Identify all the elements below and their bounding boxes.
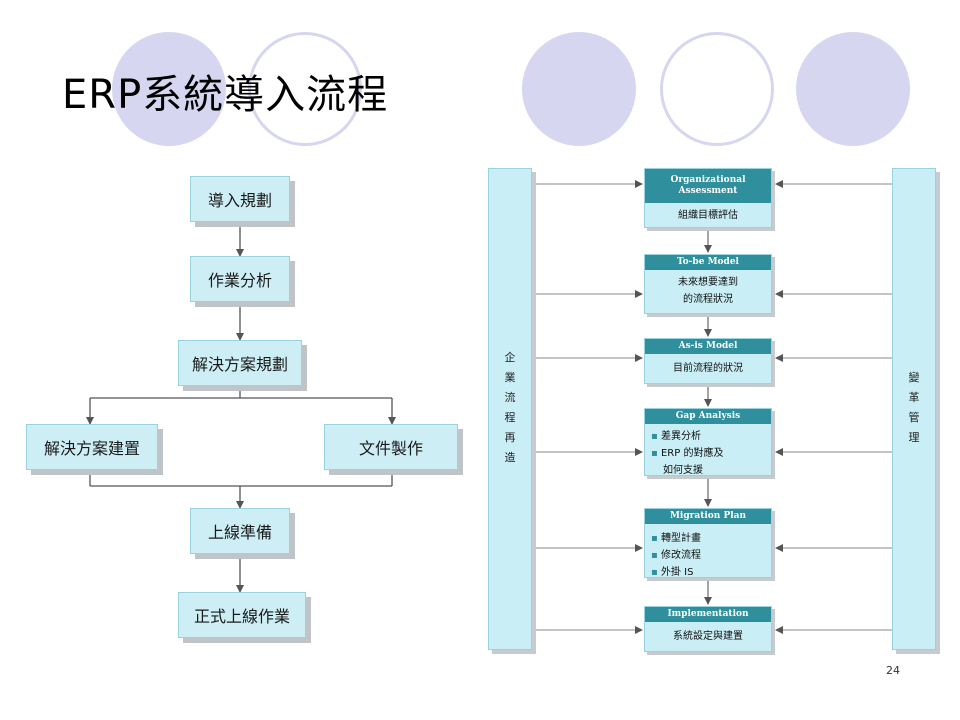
bullet-icon: ▪ — [651, 567, 661, 578]
box-analysis: 作業分析 — [190, 256, 290, 302]
decor-circle-2 — [248, 32, 362, 146]
step-bullet-line: ▪ ERP 的對應及 — [645, 445, 771, 462]
box-plan: 導入規劃 — [190, 176, 290, 222]
sidebar-left-char: 再 — [504, 431, 516, 444]
step-body-line: ERP 的對應及 — [660, 448, 724, 459]
sidebar-right-char: 變 — [908, 371, 920, 384]
step-body-line: 組織目標評估 — [678, 210, 738, 221]
bullet-icon: ▪ — [651, 533, 661, 544]
step-body-line: 轉型計畫 — [660, 533, 701, 544]
box-solution-planning: 解決方案規劃 — [178, 340, 302, 386]
sidebar-right-char: 理 — [908, 431, 920, 444]
step-body-line: 差異分析 — [660, 431, 701, 442]
step-body-line: 外掛 IS — [660, 567, 694, 578]
sidebar-right-char: 革 — [908, 391, 920, 404]
bullet-icon: ▪ — [651, 448, 661, 459]
step-body-line: 系統設定與建置 — [673, 631, 743, 642]
step-bullet-line: ▪ 轉型計畫 — [645, 524, 771, 547]
bullet-icon: ▪ — [651, 431, 661, 442]
step-body-line: 目前流程的狀況 — [673, 363, 743, 374]
sidebar-left-char: 流 — [504, 391, 516, 404]
step-title: Gap Analysis — [645, 409, 771, 424]
decor-circle-5 — [796, 32, 910, 146]
step-title: Organizational Assessment — [645, 169, 771, 203]
step-as-is-model: As-is Model 目前流程的狀況 — [644, 338, 772, 384]
page-number: 24 — [886, 664, 900, 677]
sidebar-left-char: 企 — [504, 351, 516, 364]
sidebar-right — [892, 168, 936, 650]
step-title: To-be Model — [645, 255, 771, 270]
step-organizational-assessment: Organizational Assessment 組織目標評估 — [644, 168, 772, 228]
step-title: As-is Model — [645, 339, 771, 354]
step-body-line: 如何支援 — [663, 465, 703, 476]
step-body-line: 未來想要達到 — [678, 277, 738, 288]
decor-circle-3 — [522, 32, 636, 146]
box-go-live: 正式上線作業 — [178, 592, 306, 638]
step-bullet-line: ▪ 差異分析 — [645, 424, 771, 445]
step-bullet-line: ▪ 修改流程 — [645, 547, 771, 564]
step-body-line: 的流程狀況 — [683, 294, 733, 305]
step-to-be-model: To-be Model 未來想要達到 的流程狀況 — [644, 254, 772, 314]
decor-circle-1 — [112, 32, 226, 146]
step-migration-plan: Migration Plan ▪ 轉型計畫 ▪ 修改流程 ▪ 外掛 IS — [644, 508, 772, 578]
step-title: Implementation — [645, 607, 771, 622]
decor-circle-4 — [660, 32, 774, 146]
bullet-icon: ▪ — [651, 550, 661, 561]
step-body-line: 修改流程 — [660, 550, 701, 561]
step-gap-analysis: Gap Analysis ▪ 差異分析 ▪ ERP 的對應及 如何支援 — [644, 408, 772, 476]
sidebar-left-char: 業 — [504, 371, 516, 384]
box-documentation: 文件製作 — [324, 424, 458, 470]
step-title: Migration Plan — [645, 509, 771, 524]
step-bullet-line: ▪ 外掛 IS — [645, 564, 771, 581]
box-solution-build: 解決方案建置 — [26, 424, 158, 470]
slide-title: ERP系統導入流程 — [62, 72, 389, 118]
box-go-live-prep: 上線準備 — [190, 508, 290, 554]
sidebar-left — [488, 168, 532, 650]
sidebar-left-char: 程 — [504, 411, 516, 424]
step-implementation: Implementation 系統設定與建置 — [644, 606, 772, 652]
sidebar-left-char: 造 — [504, 451, 516, 464]
sidebar-right-char: 管 — [908, 411, 920, 424]
